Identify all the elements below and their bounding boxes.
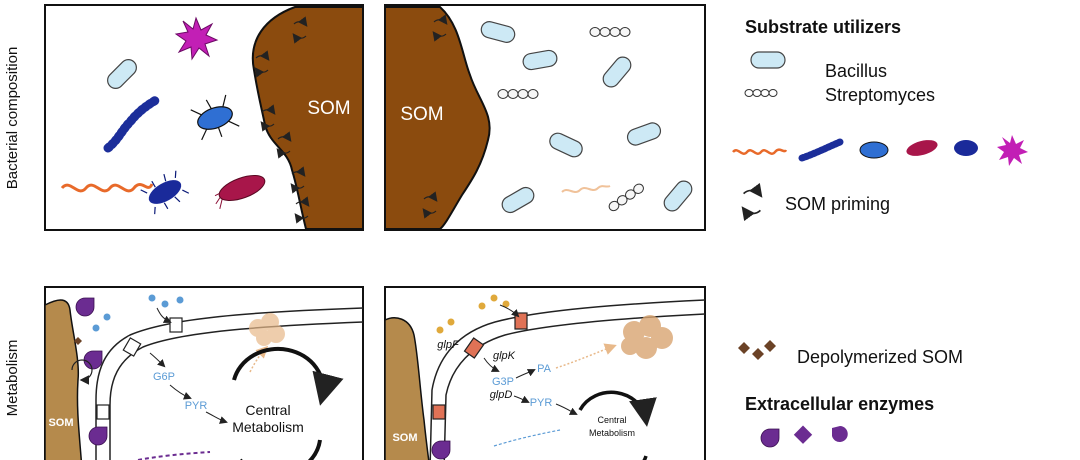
transporter: [122, 337, 142, 357]
central-metabolism-cycle: [578, 390, 657, 427]
central-metabolism-label: Metabolism: [589, 428, 635, 438]
enzyme-icon: [431, 440, 451, 460]
bacillus-legend-icon: [750, 51, 786, 69]
panel-bottom-left: SOM G6P PYR Central Metabolism: [44, 286, 364, 460]
som-tan-blob: [384, 317, 430, 460]
legend-metabolism: Depolymerized SOM Extracellular enzymes: [738, 340, 963, 448]
enzyme-legend-icon: [760, 428, 780, 448]
som-label: SOM: [400, 104, 443, 125]
legend-som-priming: SOM priming: [785, 194, 890, 214]
central-metabolism-label: Central: [597, 415, 626, 425]
depolymerized-som-legend-icon: [738, 340, 776, 360]
enzyme-legend-icon: [832, 426, 848, 442]
blue-spider-legend-icon: [859, 141, 889, 159]
transporter: [96, 404, 110, 420]
legend-bacillus: Bacillus: [825, 61, 887, 81]
dark-blue-spiky-legend-icon: [954, 140, 978, 156]
panel-bottom-right: SOM glpF glpK G3P PA glpD PYR Central Me…: [384, 286, 706, 460]
product-cloud-icon: [621, 315, 673, 359]
label-glpk: glpK: [493, 350, 516, 362]
enzyme-icon: [75, 297, 95, 317]
panel-top-left: SOM: [44, 4, 364, 231]
central-metabolism-label: Metabolism: [232, 419, 304, 435]
legend-title-extracellular-enzymes: Extracellular enzymes: [745, 394, 934, 414]
legend-depolymerized-som: Depolymerized SOM: [797, 347, 963, 367]
crimson-hairy-legend-icon: [906, 140, 938, 156]
cell-membrane: [429, 299, 706, 460]
glucose-molecules: [92, 294, 184, 332]
som-label: SOM: [48, 417, 73, 429]
label-g6p: G6P: [153, 371, 175, 383]
transporter-red: [432, 404, 446, 420]
faded-spiral-cell-icon: [561, 185, 611, 193]
glycerol-molecules: [436, 294, 510, 334]
som-priming-icon: [71, 359, 93, 385]
row-label-metabolism: Metabolism: [4, 340, 21, 417]
orange-spiral-legend-icon: [732, 148, 788, 155]
caterpillar-legend-icon: [798, 138, 844, 162]
enzyme-legend-icon: [793, 425, 813, 444]
magenta-spiky-legend-icon: [997, 135, 1028, 166]
depolymerized-som-icon: [74, 337, 82, 345]
label-pa: PA: [537, 363, 552, 375]
row-label-bacterial-composition: Bacterial composition: [4, 47, 21, 190]
product-cloud-icon: [249, 313, 285, 346]
legend-title-substrate-utilizers: Substrate utilizers: [745, 17, 901, 37]
som-blob: [384, 6, 491, 230]
enzyme-icon: [88, 426, 108, 446]
som-priming-legend-icon: [741, 182, 763, 222]
label-pyr: PYR: [530, 397, 553, 409]
label-glpf: glpF: [437, 339, 460, 351]
central-metabolism-label: Central: [245, 402, 290, 418]
cell-membrane: [95, 307, 364, 460]
label-glpd: glpD: [490, 389, 513, 401]
magenta-spiky-cell-icon: [174, 16, 219, 61]
panel-top-right: SOM: [384, 4, 706, 231]
dark-blue-spiky-cell-icon: [140, 170, 190, 215]
transporter: [169, 317, 183, 333]
label-g3p: G3P: [492, 376, 514, 388]
orange-spiral-cell-icon: [60, 183, 154, 193]
legend-substrate-utilizers: Substrate utilizers Bacillus Streptomyce…: [732, 17, 1028, 222]
som-label: SOM: [307, 98, 350, 119]
blue-spider-cell-icon: [190, 94, 240, 141]
som-label: SOM: [392, 432, 417, 444]
legend-streptomyces: Streptomyces: [825, 85, 935, 105]
caterpillar-cell-icon: [103, 95, 161, 153]
transporter-red: [463, 337, 485, 359]
label-pyr: PYR: [185, 400, 208, 412]
crimson-hairy-cell-icon: [214, 175, 266, 209]
enzyme-icon: [83, 350, 103, 370]
streptomyces-legend-icon: [744, 89, 778, 97]
central-metabolism-cycle: [232, 346, 344, 406]
